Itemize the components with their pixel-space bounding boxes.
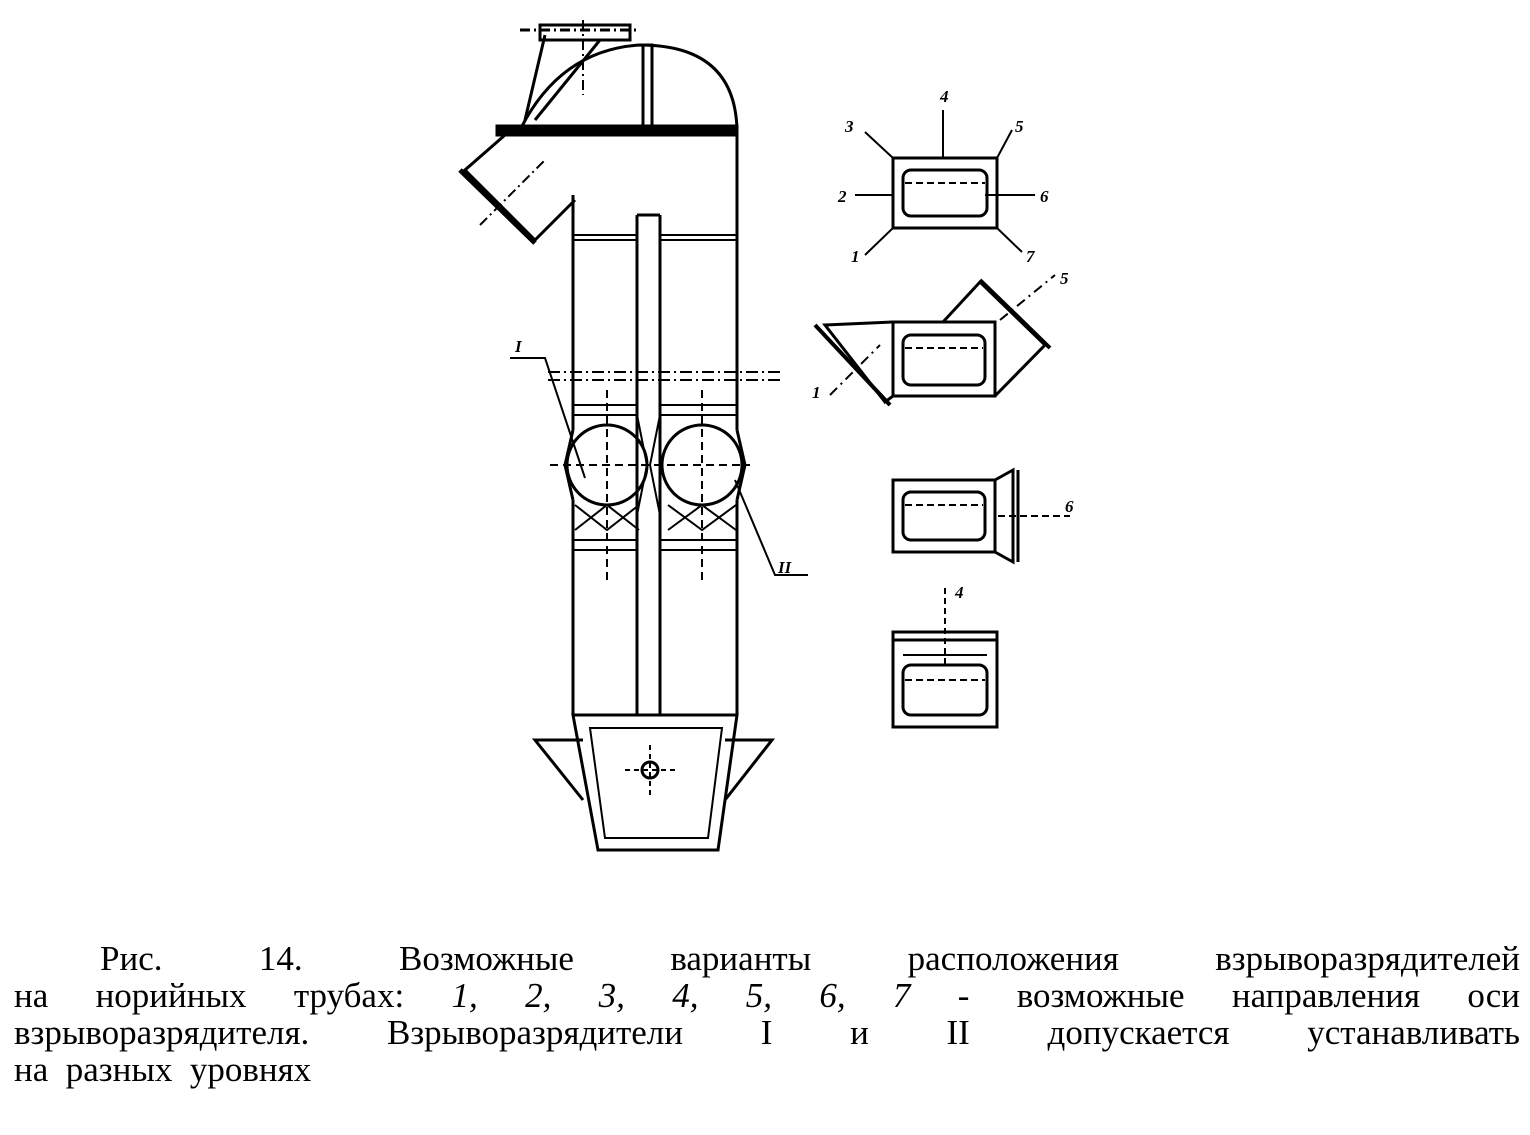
vent-directions-view — [855, 110, 1035, 256]
label-dir-3: 3 — [844, 117, 854, 136]
label-variant-1: 1 — [812, 383, 821, 402]
vent-variant-1-5 — [813, 274, 1056, 407]
vent-variant-4 — [891, 588, 999, 729]
caption-text: - возможные направления оси — [910, 976, 1521, 1015]
caption-line-4: на разных уровнях — [14, 1050, 312, 1089]
elevator-tubes — [548, 135, 780, 715]
elevator-diagram: I II 4 3 5 2 6 1 7 5 1 6 4 — [458, 20, 1074, 852]
figure-caption: Рис. 14. Возможные варианты расположения… — [14, 940, 1520, 1088]
label-variant-6: 6 — [1065, 497, 1074, 516]
caption-direction-numbers: 1, 2, 3, 4, 5, 6, 7 — [451, 976, 911, 1015]
label-dir-4: 4 — [939, 87, 949, 106]
caption-line-1: Рис. 14. Возможные варианты расположения… — [100, 939, 1520, 978]
caption-text: на норийных трубах: — [14, 976, 452, 1015]
explosion-vent-II — [660, 390, 744, 585]
label-dir-6: 6 — [1040, 187, 1049, 206]
label-variant-5: 5 — [1060, 269, 1069, 288]
label-dir-1: 1 — [851, 247, 860, 266]
caption-line-2: на норийных трубах: 1, 2, 3, 4, 5, 6, 7 … — [14, 977, 1520, 1014]
label-vent-I: I — [514, 337, 523, 356]
elevator-head — [458, 20, 739, 245]
elevator-boot — [531, 713, 776, 852]
label-dir-2: 2 — [837, 187, 847, 206]
label-dir-5: 5 — [1015, 117, 1024, 136]
label-variant-4: 4 — [954, 583, 964, 602]
caption-line-3: взрыворазрядителя. Взрыворазрядители I и… — [14, 1013, 1520, 1052]
label-vent-II: II — [777, 558, 793, 577]
vent-variant-6 — [891, 467, 1070, 565]
label-dir-7: 7 — [1026, 247, 1036, 266]
explosion-vent-I — [565, 390, 649, 585]
